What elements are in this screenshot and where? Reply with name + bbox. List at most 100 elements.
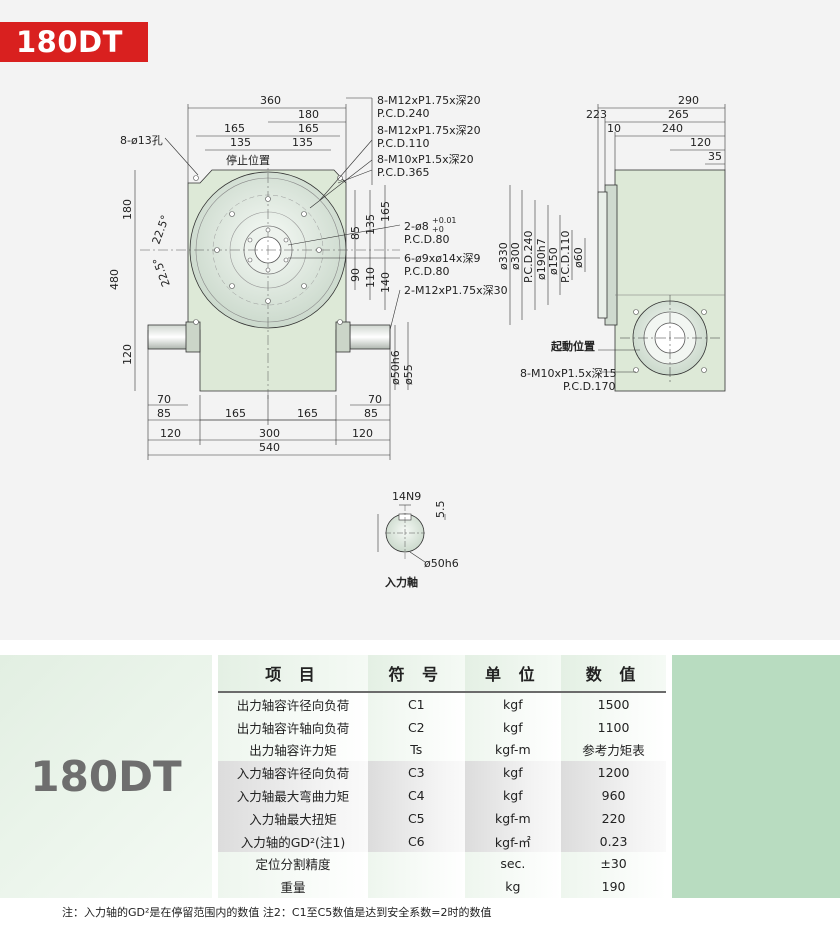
row-item: 出力轴容许力矩 [218,738,368,762]
dim-165-right: 165 [298,122,319,135]
right-input-shaft [349,324,391,350]
callout-3-line2: P.C.D.365 [377,166,430,179]
row-unit: kg [464,875,562,898]
row-symbol: C3 [368,761,465,785]
row-symbol: C5 [368,806,465,830]
row-unit: kgf [464,784,562,807]
side-dim-35: 35 [708,150,722,163]
row-symbol: C2 [368,715,465,739]
hole-callout-line2: P.C.D.80 [404,265,450,278]
dim-right-135: 135 [364,214,377,235]
input-shaft-label: 入力軸 [385,575,418,589]
dim-bottom-85-left: 85 [157,407,171,420]
row-value: 1100 [561,715,666,739]
side-tap-pcd: P.C.D.170 [563,380,616,393]
side-view-labels: 290 2 23 265 10 240 120 35 ø330 ø300 P.C… [497,94,722,393]
spec-header-row: 项 目 符 号 单 位 数 值 [218,655,666,693]
angle-lower: 22.5° [150,256,172,289]
side-dim-pcd240: P.C.D.240 [522,230,535,283]
side-dim-120: 120 [690,136,711,149]
row-value: 960 [561,784,666,807]
side-dim-10: 10 [607,122,621,135]
model-title-badge: 180DT [0,22,148,62]
side-dim-150: ø150 [547,247,560,275]
row-unit: kgf-m [464,738,562,762]
side-dim-23: 23 [593,108,607,121]
row-value: 0.23 [561,829,666,853]
row-value: 220 [561,806,666,830]
row-item: 入力轴最大扭矩 [218,806,368,830]
row-unit: kgf [464,761,562,785]
shaft-key-label: 14N9 [392,490,421,503]
side-dim-290: 290 [678,94,699,107]
dim-bottom-70-left: 70 [157,393,171,406]
technical-drawing: 360 180 165 165 135 135 8-ø13孔 停止位置 8-M1… [108,94,726,589]
stop-position-label: 停止位置 [226,153,270,167]
side-dim-pcd110: P.C.D.110 [559,230,572,283]
dim-bottom-70-right: 70 [368,393,382,406]
front-view [140,155,400,400]
shaft-diameter-label: ø50h6 [424,557,459,570]
dim-360: 360 [260,94,281,107]
shaft-key-depth: 5.5 [434,501,447,519]
callout-1-line1: 8-M12xP1.75x深20 [377,94,481,107]
side-view [597,169,726,392]
front-view-labels: 360 180 165 165 135 135 8-ø13孔 停止位置 8-M1… [108,94,508,454]
pin-tol-lower: +0 [432,225,444,234]
pin-callout-line1: 2-ø8 [404,220,429,233]
header-symbol: 符 号 [368,655,465,693]
side-tap-label: 8-M10xP1.5x深15 [520,367,617,380]
dim-bottom-120-left: 120 [160,427,181,440]
row-unit: kgf-㎡ [464,829,562,853]
row-item: 入力轴容许径向负荷 [218,761,368,785]
row-value: 参考力矩表 [561,738,666,762]
shaft-dim-55: ø55 [402,364,415,385]
row-item: 出力轴容许轴向负荷 [218,715,368,739]
callout-2-line1: 8-M12xP1.75x深20 [377,124,481,137]
row-value: 1200 [561,761,666,785]
angle-upper: 22.5° [150,213,172,246]
dim-135-right: 135 [292,136,313,149]
row-symbol [368,875,465,898]
dim-right-165: 165 [379,201,392,222]
left-input-shaft [147,324,189,350]
callout-2-line2: P.C.D.110 [377,137,430,150]
spec-model-panel: 180DT [0,655,212,898]
side-dim-330: ø330 [497,242,510,270]
dim-bottom-540: 540 [259,441,280,454]
row-value: 190 [561,875,666,898]
dim-right-110: 110 [364,267,377,288]
header-item: 项 目 [218,655,368,693]
row-value: 1500 [561,692,666,716]
shaft-detail: 14N9 5.5 ø50h6 入力軸 [377,490,459,589]
dim-bottom-165-left: 165 [225,407,246,420]
dim-180-top: 180 [298,108,319,121]
dim-bottom-165-right: 165 [297,407,318,420]
row-symbol: C1 [368,692,465,716]
row-unit: kgf-m [464,806,562,830]
row-item: 出力轴容许径向负荷 [218,692,368,716]
spec-model-label: 180DT [30,752,182,801]
dim-left-120: 120 [121,344,134,365]
row-symbol: C4 [368,784,465,807]
row-item: 入力轴最大弯曲力矩 [218,784,368,807]
header-value: 数 值 [561,655,666,693]
footnote: 注：入力轴的GD²是在停留范围内的数值 注2：C1至C5数值是达到安全系数=2时… [62,906,492,919]
side-dim-240: 240 [662,122,683,135]
row-unit: sec. [464,852,562,876]
row-item: 定位分割精度 [218,852,368,876]
hole-label: 8-ø13孔 [120,134,163,147]
dim-bottom-120-right: 120 [352,427,373,440]
side-dim-60: ø60 [572,247,585,268]
pin-callout-line2: P.C.D.80 [404,233,450,246]
dim-left-180: 180 [121,199,134,220]
